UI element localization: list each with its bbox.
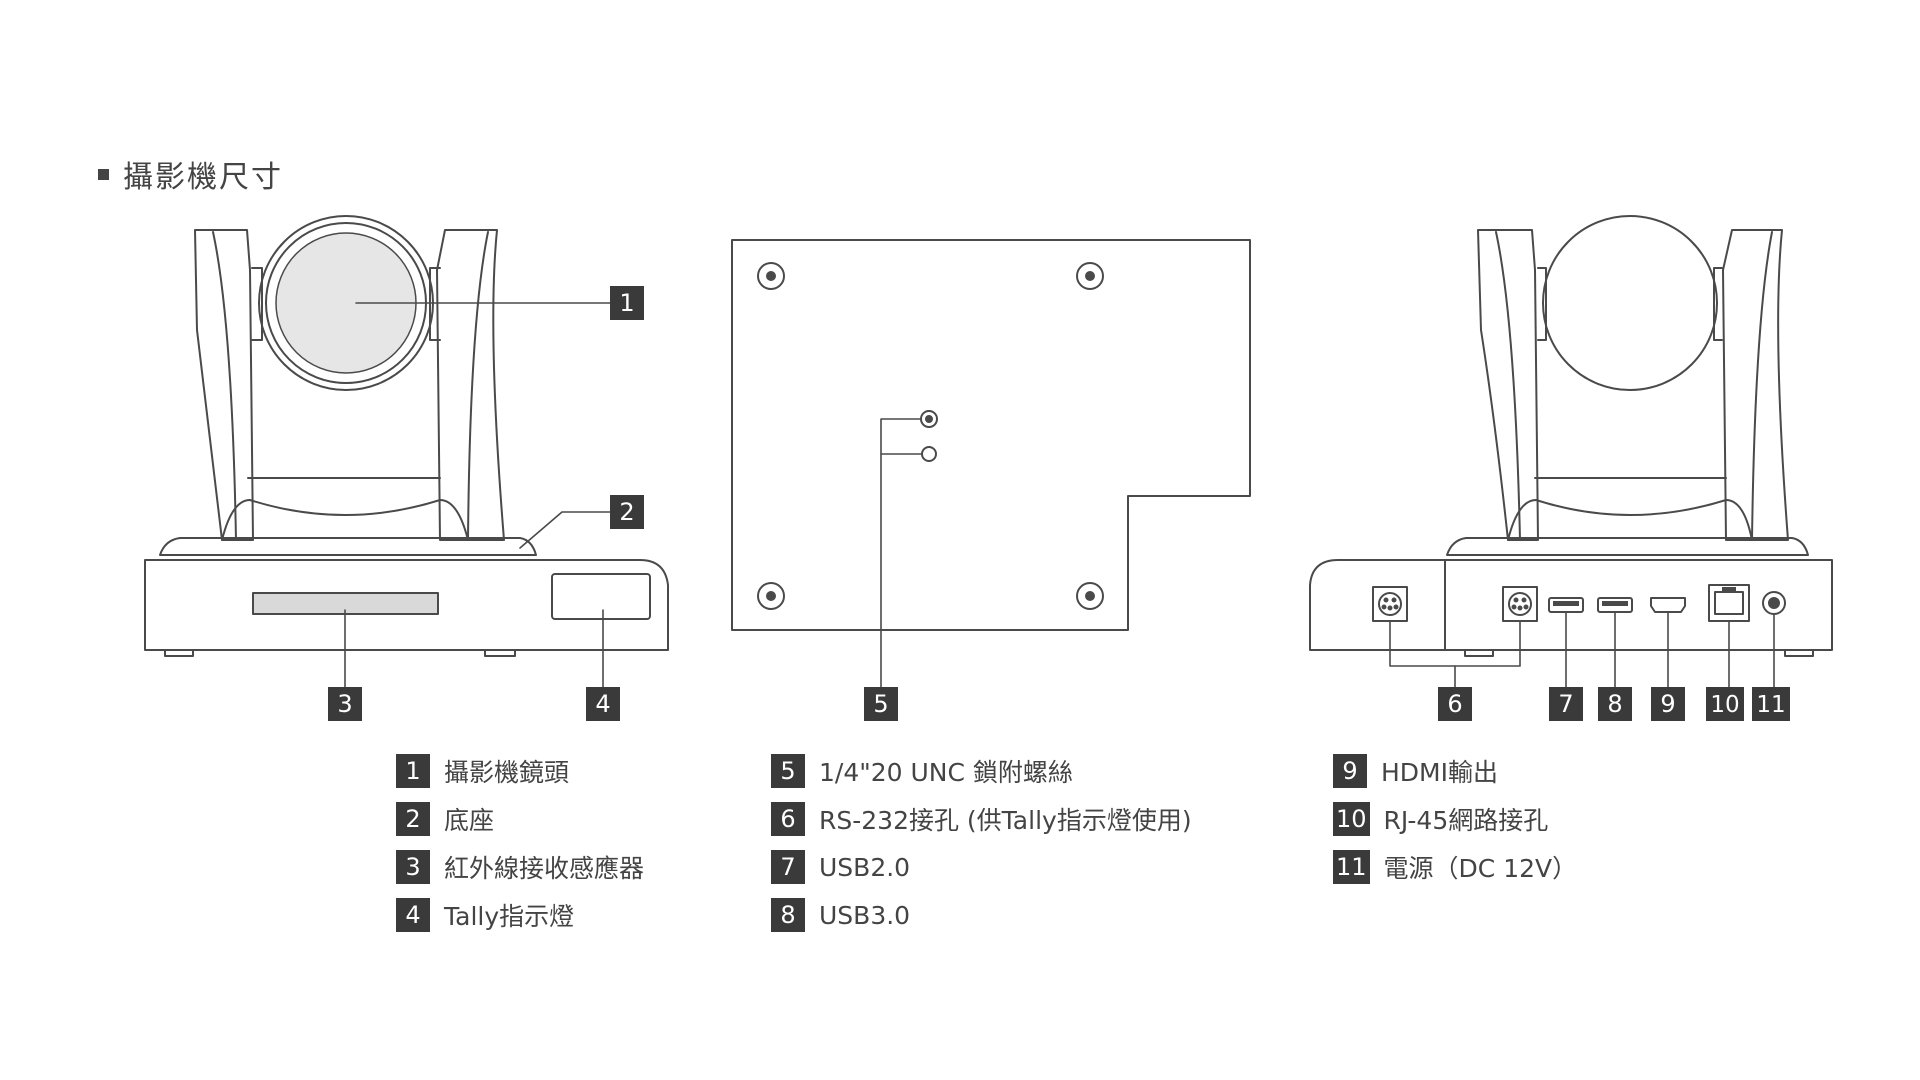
legend-item: 6 RS-232接孔 (供Tally指示燈使用) (771, 801, 1192, 837)
legend-item: 3 紅外線接收感應器 (396, 849, 644, 885)
callout-11: 11 (1752, 687, 1790, 721)
svg-text:7: 7 (1558, 690, 1573, 718)
legend-number: 3 (396, 850, 430, 884)
callout-4: 4 (586, 687, 620, 721)
legend-number: 1 (396, 754, 430, 788)
rear-base-right (1444, 559, 1833, 651)
legend-item: 1 攝影機鏡頭 (396, 753, 644, 789)
bottom-view (731, 239, 1251, 631)
legend-label: RS-232接孔 (供Tally指示燈使用) (819, 806, 1192, 835)
legend-item: 8 USB3.0 (771, 897, 1192, 933)
svg-text:6: 6 (1447, 690, 1462, 718)
legend-column-2: 5 1/4"20 UNC 鎖附螺絲 6 RS-232接孔 (供Tally指示燈使… (771, 753, 1192, 933)
svg-text:11: 11 (1756, 692, 1785, 718)
callout-7: 7 (1549, 687, 1583, 721)
legend-number: 2 (396, 802, 430, 836)
legend-item: 10 RJ-45網路接孔 (1333, 801, 1577, 837)
legend-label: 底座 (444, 806, 495, 835)
legend-column-1: 1 攝影機鏡頭 2 底座 3 紅外線接收感應器 4 Tally指示燈 (396, 753, 644, 933)
legend-item: 4 Tally指示燈 (396, 897, 644, 933)
legend-number: 10 (1333, 802, 1370, 836)
legend-number: 5 (771, 754, 805, 788)
legend-label: 1/4"20 UNC 鎖附螺絲 (819, 758, 1073, 787)
legend-label: 攝影機鏡頭 (444, 758, 570, 787)
legend-label: HDMI輸出 (1381, 758, 1498, 787)
callout-6: 6 (1438, 687, 1472, 721)
callout-5: 5 (864, 687, 898, 721)
svg-text:10: 10 (1710, 692, 1739, 718)
callout-9: 9 (1651, 687, 1685, 721)
legend-label: Tally指示燈 (444, 902, 575, 931)
callout-1: 1 (610, 286, 644, 320)
legend-item: 5 1/4"20 UNC 鎖附螺絲 (771, 753, 1192, 789)
legend-number: 4 (396, 898, 430, 932)
legend-number: 7 (771, 850, 805, 884)
bottom-foot-screws (757, 262, 1104, 610)
svg-text:2: 2 (619, 498, 634, 526)
title-text: 攝影機尺寸 (123, 160, 283, 195)
legend-item: 9 HDMI輸出 (1333, 753, 1577, 789)
legend-item: 11 電源（DC 12V） (1333, 849, 1577, 885)
legend-number: 9 (1333, 754, 1367, 788)
rear-lens-back (1542, 215, 1718, 391)
tally-window (551, 573, 651, 620)
front-base-top (159, 537, 537, 556)
title-bullet-icon (98, 168, 109, 180)
legend-number: 6 (771, 802, 805, 836)
legend-column-3: 9 HDMI輸出 10 RJ-45網路接孔 11 電源（DC 12V） (1333, 753, 1577, 885)
leader-lines (344, 302, 1775, 688)
callout-10: 10 (1706, 687, 1744, 721)
rear-view (1309, 215, 1833, 657)
section-title: 攝影機尺寸 (98, 152, 283, 196)
legend-label: 紅外線接收感應器 (444, 854, 645, 883)
callout-2: 2 (610, 495, 644, 529)
svg-text:9: 9 (1660, 690, 1675, 718)
legend-item: 7 USB2.0 (771, 849, 1192, 885)
callout-badges: 1 2 3 4 5 6 7 (328, 286, 1790, 721)
callout-3: 3 (328, 687, 362, 721)
svg-text:8: 8 (1607, 690, 1622, 718)
front-view (144, 215, 669, 657)
svg-text:5: 5 (873, 690, 888, 718)
svg-text:4: 4 (595, 690, 610, 718)
legend-number: 11 (1333, 850, 1370, 884)
rear-ports (1372, 584, 1786, 622)
front-base-body (144, 559, 669, 651)
svg-text:3: 3 (337, 690, 352, 718)
svg-text:1: 1 (619, 289, 634, 317)
legend-label: 電源（DC 12V） (1383, 854, 1578, 883)
bottom-plate-outline (731, 239, 1251, 631)
legend-item: 2 底座 (396, 801, 644, 837)
hdmi-port (1650, 597, 1686, 613)
legend-label: USB2.0 (819, 852, 911, 882)
legend-label: RJ-45網路接孔 (1383, 806, 1549, 835)
mount-screw-hole-b (921, 446, 937, 462)
legend-number: 8 (771, 898, 805, 932)
rear-base-left (1309, 559, 1446, 651)
callout-8: 8 (1598, 687, 1632, 721)
legend-label: USB3.0 (819, 900, 911, 930)
